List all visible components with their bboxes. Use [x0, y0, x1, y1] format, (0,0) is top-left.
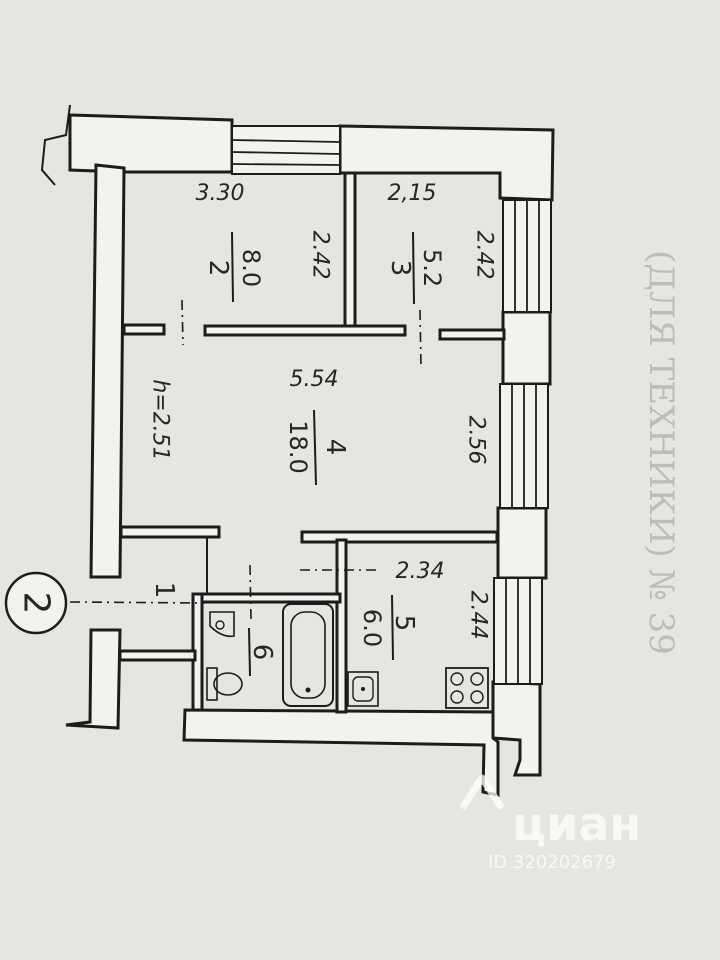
room-5-number: 5: [389, 615, 419, 632]
room-4-area: 18.0: [284, 420, 312, 473]
room-6: 6: [247, 627, 277, 677]
wall-top-right: [338, 124, 555, 202]
partition-2-3: [343, 171, 357, 332]
partition-rooms-upper-left: [122, 323, 166, 336]
stove-icon: [445, 667, 489, 709]
room-3: 2,15 2.42 3 5.2: [385, 181, 497, 305]
room-3-number: 3: [385, 260, 415, 277]
room-3-area: 5.2: [418, 249, 446, 287]
partition-kitchen-top: [300, 530, 499, 544]
cian-logo-icon: [459, 774, 505, 810]
room-5-width: 2.34: [396, 559, 445, 584]
room-4: 5.54 2.56 h=2.51 4 18.0: [148, 367, 489, 486]
room-2-area: 8.0: [237, 249, 265, 287]
room-4-number: 4: [320, 439, 350, 456]
room-3-depth: 2.42: [472, 231, 497, 280]
axis-line-v2: [419, 309, 422, 369]
break-line-top: [40, 104, 71, 186]
axis-line-h: [69, 601, 206, 604]
partition-rooms-upper-mid: [203, 324, 407, 337]
background-text: (ДЛЯ ТЕХНИКИ) № 39: [641, 250, 681, 655]
room-1: 1: [149, 582, 179, 599]
window-right-1: [502, 199, 552, 313]
room-2: 3.30 2.42 2 8.0: [196, 181, 333, 303]
partition-bath-top: [198, 592, 342, 604]
sink-icon: [209, 611, 235, 638]
partition-entry-top: [119, 525, 221, 539]
room-1-number: 1: [149, 582, 179, 599]
room-4-width: 5.54: [290, 367, 339, 392]
room-2-number: 2: [203, 260, 233, 277]
bathtub-icon: [282, 603, 334, 707]
room-2-depth: 2.42: [308, 231, 333, 280]
wall-left-upper: [89, 163, 126, 579]
watermark-brand: циан: [512, 797, 641, 851]
window-right-3: [493, 577, 543, 685]
wall-right-bottom: [491, 680, 542, 777]
axis-marker-label: 2: [16, 592, 57, 615]
room-6-number: 6: [247, 644, 277, 661]
partition-kitchen-left: [335, 538, 348, 714]
wall-bottom: [182, 708, 500, 797]
partition-entry-bottom: [118, 649, 197, 662]
room-2-width: 3.30: [196, 181, 245, 206]
ceiling-height: h=2.51: [148, 379, 173, 460]
axis-line-v1: [181, 299, 184, 346]
room-3-width: 2,15: [388, 181, 437, 206]
room-4-depth: 2.56: [464, 416, 489, 465]
wall-right-pier-1: [501, 310, 552, 386]
axis-line-v3: [249, 564, 252, 621]
wall-left-lower: [65, 628, 122, 730]
window-top: [231, 125, 341, 175]
toilet-icon: [206, 667, 243, 701]
room-5: 2.34 2.44 5 6.0: [358, 559, 491, 661]
cian-watermark: циан ID 320202679: [459, 774, 641, 873]
room-5-area: 6.0: [358, 609, 386, 647]
partition-rooms-upper-right: [438, 328, 506, 341]
axis-marker: 2: [4, 571, 68, 635]
room-5-depth: 2.44: [466, 591, 491, 640]
kitchen-sink-icon: [347, 671, 379, 707]
wall-right-pier-2: [496, 506, 548, 580]
wall-top-left: [68, 113, 234, 174]
window-right-2: [499, 383, 549, 509]
watermark-id: ID 320202679: [488, 852, 616, 873]
